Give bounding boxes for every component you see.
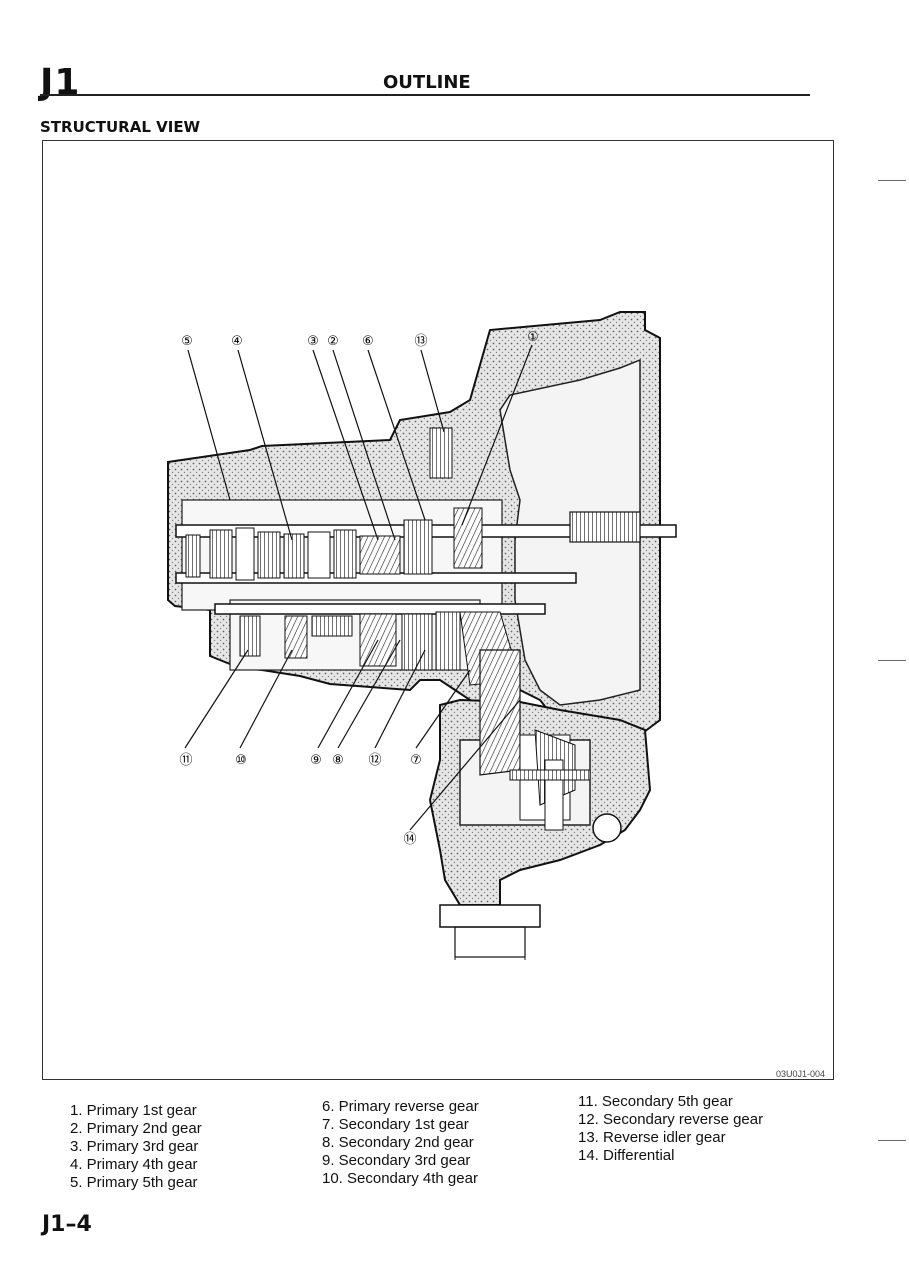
legend-item: 12. Secondary reverse gear — [578, 1111, 764, 1128]
primary-gears — [185, 427, 483, 581]
binding-edge-mark — [878, 180, 906, 181]
legend-column-1: 1. Primary 1st gear 2. Primary 2nd gear … — [70, 1102, 202, 1192]
figure-code: 03U0J1-004 — [776, 1069, 826, 1079]
legend-item: 2. Primary 2nd gear — [70, 1120, 202, 1137]
legend-item: 5. Primary 5th gear — [70, 1174, 198, 1191]
legend-column-3: 11. Secondary 5th gear 12. Secondary rev… — [578, 1093, 763, 1165]
legend-item: 9. Secondary 3rd gear — [322, 1152, 471, 1169]
header-rule — [40, 94, 810, 96]
section-code: J1 — [40, 62, 81, 103]
section-heading: STRUCTURAL VIEW — [40, 118, 201, 136]
callout-3: ③ — [307, 334, 319, 349]
legend-item: 10. Secondary 4th gear — [322, 1170, 478, 1187]
callout-12: ⑫ — [368, 753, 381, 768]
binding-edge-mark — [878, 660, 906, 661]
legend-column-2: 6. Primary reverse gear 7. Secondary 1st… — [322, 1098, 479, 1188]
figure-frame — [42, 140, 834, 1080]
page-title: OUTLINE — [383, 72, 471, 93]
callout-9: ⑨ — [310, 753, 322, 768]
callout-13: ⑬ — [414, 334, 427, 349]
callout-7: ⑦ — [410, 753, 422, 768]
callout-leaders — [184, 344, 533, 831]
legend-item: 6. Primary reverse gear — [322, 1098, 479, 1115]
legend-item: 4. Primary 4th gear — [70, 1156, 198, 1173]
legend-item: 13. Reverse idler gear — [578, 1129, 726, 1146]
binding-edge-mark — [878, 1140, 906, 1141]
differential-gears — [479, 649, 591, 831]
callout-14: ⑭ — [403, 832, 416, 847]
legend-item: 11. Secondary 5th gear — [578, 1093, 733, 1110]
page-number: J1–4 — [42, 1212, 92, 1237]
callout-11: ⑪ — [179, 753, 192, 768]
legend-item: 14. Differential — [578, 1147, 675, 1164]
callout-8: ⑧ — [332, 753, 344, 768]
legend-item: 1. Primary 1st gear — [70, 1102, 197, 1119]
legend-item: 7. Secondary 1st gear — [322, 1116, 469, 1133]
legend-item: 3. Primary 3rd gear — [70, 1138, 199, 1155]
callout-1: ① — [527, 330, 539, 345]
callout-5: ⑤ — [181, 334, 193, 349]
callout-6: ⑥ — [362, 334, 374, 349]
callout-2: ② — [327, 334, 339, 349]
callout-4: ④ — [231, 334, 243, 349]
callout-10: ⑩ — [235, 753, 247, 768]
legend-item: 8. Secondary 2nd gear — [322, 1134, 474, 1151]
